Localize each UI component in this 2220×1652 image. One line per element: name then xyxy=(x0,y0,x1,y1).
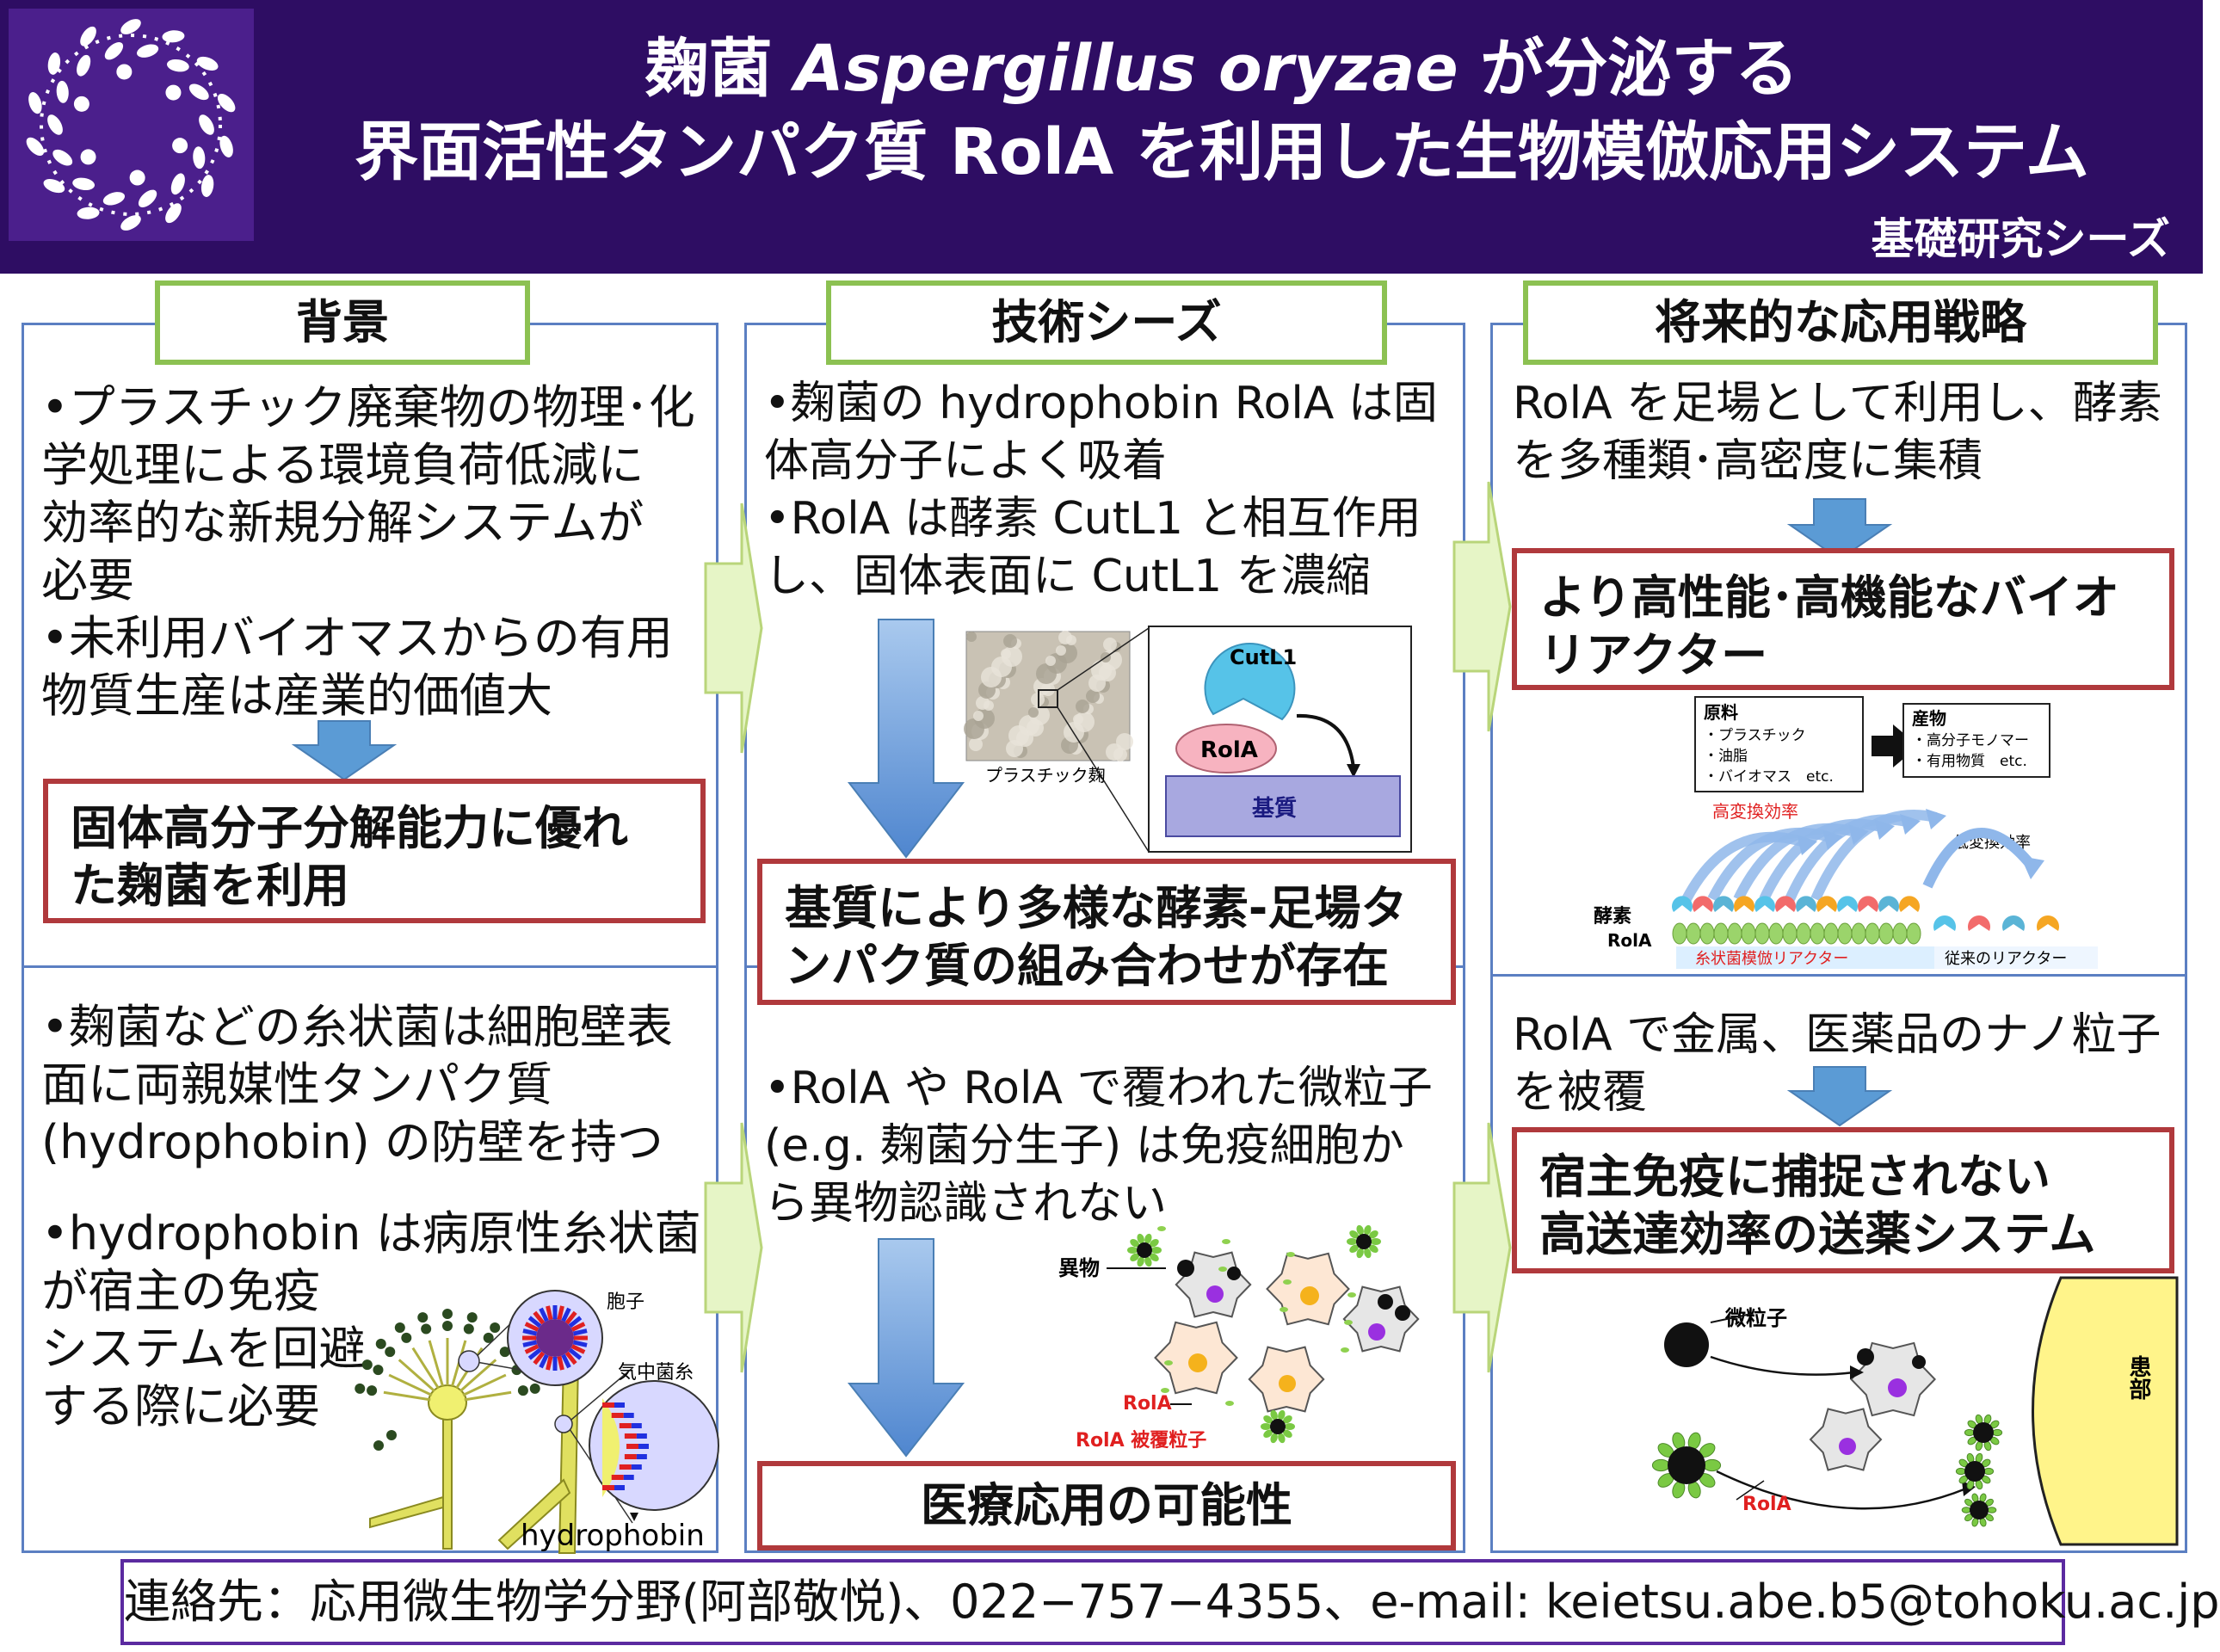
immune-cells-figure: 異物 RolA RolA 被覆粒子 xyxy=(1058,1224,1420,1452)
hydrophobin-label: hydrophobin xyxy=(521,1519,705,1553)
reactor-rola-label: RolA xyxy=(1607,930,1652,951)
background-top-text: •プラスチック廃棄物の物理･化学処理による環境負荷低減に 効率的な新規分解システ… xyxy=(41,380,695,723)
seeds-down-arrow-bottom xyxy=(847,1238,965,1458)
chevron-arrow-1 xyxy=(704,502,763,754)
raw-item-oil: ・油脂 xyxy=(1704,748,1748,765)
future-top-text: RolA を足場として利用し、酵素を多種類･高密度に集積 xyxy=(1513,378,2162,487)
rola-particle-label: RolA xyxy=(1123,1393,1172,1415)
future-bottom-text: RolA で金属、医薬品のナノ粒子を被覆 xyxy=(1513,1009,2161,1119)
substrate-label: 基質 xyxy=(1252,796,1297,822)
plastic-koji-label: プラスチック麹 xyxy=(985,765,1106,786)
future-bottom-highlight: 宿主免疫に捕捉されない高送達効率の送薬システム xyxy=(1512,1127,2174,1273)
seeds-bottom-panel xyxy=(744,965,1465,1553)
bioreactor-figure: 原料 ・プラスチック ・油脂 ・バイオマス etc. 産物 ・高分子モノマー ・… xyxy=(1594,696,2098,969)
page-title-line1: 麹菌 Aspergillus oryzae が分泌する xyxy=(644,32,1799,106)
page-subtitle: 基礎研究シーズ xyxy=(1871,214,2171,264)
dds-rola-label: RolA xyxy=(1742,1494,1791,1515)
rola-protein-icon xyxy=(1175,724,1277,774)
chevron-arrow-2 xyxy=(704,1122,763,1373)
chevron-arrow-4 xyxy=(1452,1122,1512,1373)
spore-label: 胞子 xyxy=(607,1291,644,1313)
plastic-koji-figure: プラスチック麹 CutL1 RolA 基質 xyxy=(964,626,1412,853)
lesion-icon xyxy=(2032,1276,2179,1546)
fungus-hydrophobin-figure: 胞子 気中菌糸 hydrophobin xyxy=(355,1290,719,1554)
particle-icon xyxy=(1664,1322,1709,1367)
future-down-arrow-top xyxy=(1786,498,1893,561)
future-down-arrow-bottom xyxy=(1786,1066,1893,1127)
seeds-top-text: •麹菌の hydrophobin RolA は固体高分子によく吸着 •RolA … xyxy=(764,378,1438,602)
background-down-arrow xyxy=(291,720,398,781)
future-heading: 将来的な応用戦略 xyxy=(1523,280,2158,365)
background-bottom-text-2: •hydrophobin は病原性糸状菌が宿主の免疫 システムを回避する際に必要 xyxy=(41,1206,701,1433)
product-item-useful: ・有用物質 etc. xyxy=(1912,753,2027,770)
raw-material-title: 原料 xyxy=(1704,702,1738,723)
lesion-label: 患部 xyxy=(2125,1355,2151,1400)
seeds-bottom-highlight: 医療応用の可能性 xyxy=(757,1461,1456,1550)
product-title: 産物 xyxy=(1912,708,1946,729)
cutl1-label: CutL1 xyxy=(1230,645,1297,669)
seeds-heading: 技術シーズ xyxy=(826,280,1387,365)
spore-closeup-icon xyxy=(507,1290,603,1386)
future-top-highlight: より高性能･高機能なバイオリアクター xyxy=(1512,548,2174,690)
seeds-down-arrow-top xyxy=(847,619,965,859)
leaf-wreath-icon xyxy=(26,19,236,231)
chevron-arrow-3 xyxy=(1452,481,1512,732)
seeds-bottom-text: •RolA や RolA で覆われた微粒子(e.g. 麹菌分生子) は免疫細胞か… xyxy=(764,1063,1433,1230)
background-heading: 背景 xyxy=(155,280,530,365)
university-logo xyxy=(9,9,254,241)
aerial-hyphae-label: 気中菌糸 xyxy=(618,1362,694,1384)
raw-item-biomass: ・バイオマス etc. xyxy=(1704,768,1834,786)
contact-footer: 連絡先：応用微生物学分野(阿部敬悦)、022−757−4355、e-mail: … xyxy=(120,1559,2220,1645)
hypha-icon xyxy=(497,1359,580,1554)
conidiophore-icon xyxy=(355,1309,540,1550)
hypha-closeup-icon xyxy=(589,1380,719,1511)
product-item-monomer: ・高分子モノマー xyxy=(1912,732,2029,749)
drug-delivery-figure: 患部 微粒子 RolA xyxy=(1651,1276,2179,1546)
biomimetic-reactor-label: 糸状菌模倣リアクター xyxy=(1695,950,1848,968)
conventional-reactor-label: 従来のリアクター xyxy=(1945,950,2067,968)
rola-label: RolA xyxy=(1200,737,1258,763)
enzyme-label: 酵素 xyxy=(1594,905,1631,928)
seeds-top-highlight: 基質により多様な酵素-足場タンパク質の組み合わせが存在 xyxy=(757,859,1456,1005)
background-bottom-text: •麹菌などの糸状菌は細胞壁表面に両親媒性タンパク質 (hydrophobin) … xyxy=(41,1000,673,1169)
substrate-icon xyxy=(1165,775,1401,837)
background-top-highlight: 固体高分子分解能力に優れた麹菌を利用 xyxy=(43,779,706,923)
conversion-arrow-icon xyxy=(1872,724,1919,767)
header-banner: 麹菌 Aspergillus oryzae が分泌する 界面活性タンパク質 Ro… xyxy=(0,0,2203,274)
raw-item-plastic: ・プラスチック xyxy=(1704,727,1806,744)
rola-coated-particle-label: RolA 被覆粒子 xyxy=(1076,1429,1206,1452)
cutl1-enzyme-icon xyxy=(1204,643,1296,721)
high-efficiency-label: 高変換効率 xyxy=(1712,801,1798,822)
foreign-body-label: 異物 xyxy=(1058,1256,1100,1280)
page-title-line2: 界面活性タンパク質 RolA を利用した生物模倣応用システム xyxy=(355,115,2089,189)
